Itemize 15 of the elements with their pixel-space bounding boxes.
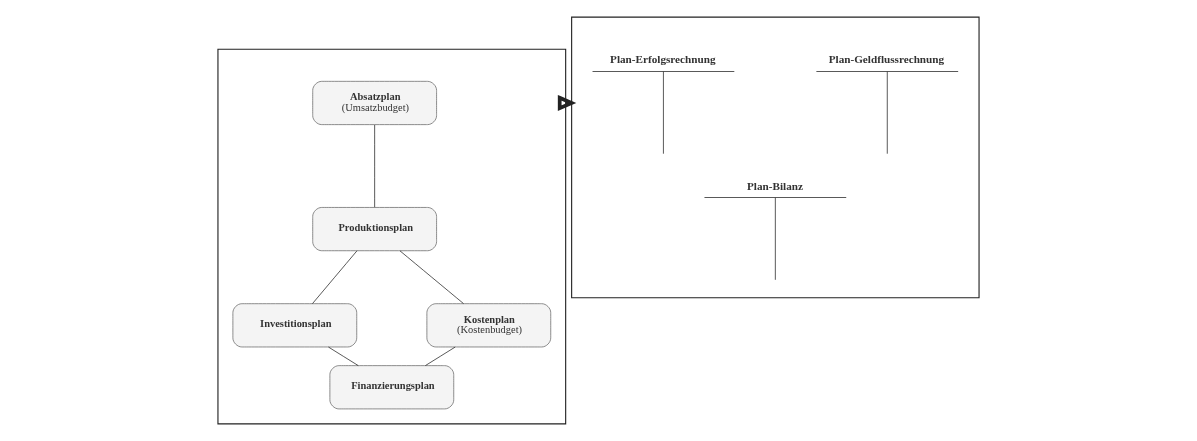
connector xyxy=(425,346,456,366)
node-label: Plan-Erfolgsrechnung xyxy=(610,53,716,66)
node-label: Plan-Bilanz xyxy=(746,179,803,192)
cluster xyxy=(217,48,567,425)
node-box: Produktionsplan xyxy=(312,207,437,252)
node-box: Absatzplan (Umsatzbudget) xyxy=(312,80,437,125)
arrow xyxy=(557,94,577,112)
node-box: Investitionsplan xyxy=(232,303,358,348)
cluster xyxy=(571,16,980,299)
connector xyxy=(399,250,464,304)
connector xyxy=(312,250,358,304)
node-box: Kostenplan (Kostenbudget) xyxy=(426,303,552,348)
node-box: Finanzierungsplan xyxy=(329,365,455,410)
connector xyxy=(374,124,376,208)
node-label: Plan-Geldflussrechnung xyxy=(828,53,945,66)
